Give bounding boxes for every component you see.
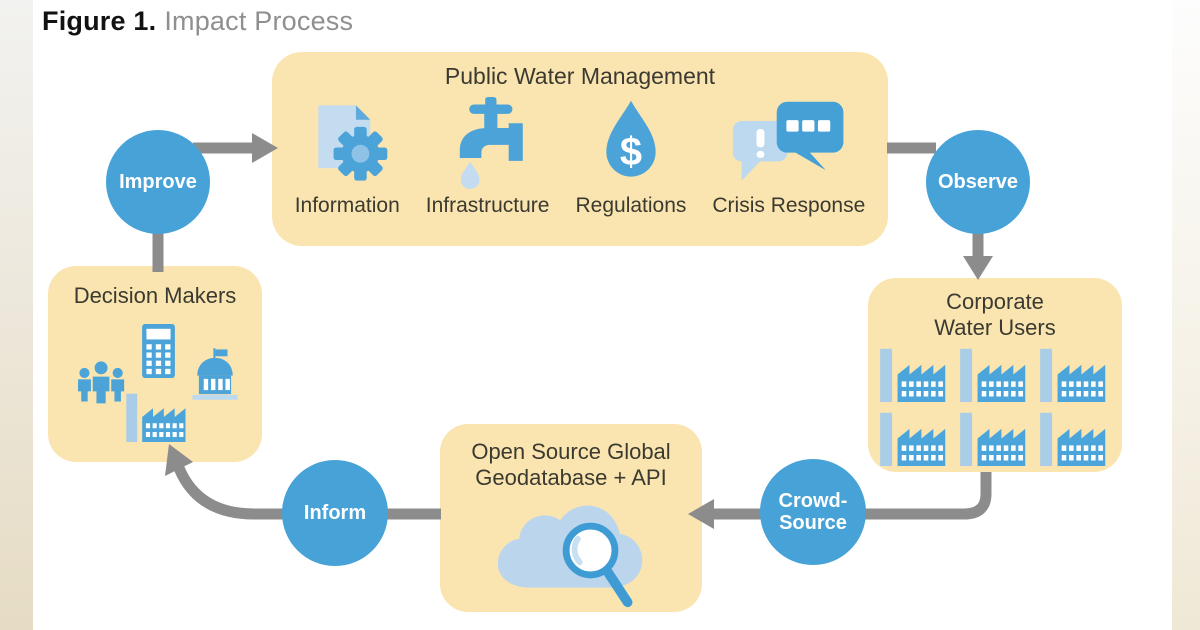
- figure-label: Figure 1.: [42, 6, 157, 36]
- public-water-management-items: Information Infrastructure: [272, 92, 888, 218]
- svg-text:$: $: [620, 130, 642, 174]
- connector-label: Observe: [937, 170, 1019, 193]
- node-decision-makers: Decision Makers: [48, 266, 262, 462]
- chat-bubbles-icon: [731, 92, 847, 194]
- capitol-building-icon: [192, 348, 238, 400]
- connector-label-line1: Crowd-: [778, 489, 848, 512]
- item-label: Regulations: [575, 193, 687, 217]
- connector-inform: Inform: [282, 460, 388, 566]
- cloud-magnifier-icon: [440, 490, 702, 612]
- node-title: Public Water Management: [444, 63, 716, 89]
- connector-improve: Improve: [106, 130, 210, 234]
- node-title-line2: Water Users: [934, 314, 1056, 340]
- factory-icon: [880, 348, 946, 403]
- figure-title: Impact Process: [164, 6, 354, 36]
- factory-grid: [868, 347, 1122, 467]
- factory-icon: [960, 348, 1026, 403]
- factory-icon: [1040, 412, 1106, 467]
- node-open-source-geodatabase: Open Source Global Geodatabase + API: [440, 424, 702, 612]
- item-infrastructure: Infrastructure: [425, 92, 550, 218]
- connector-observe: Observe: [926, 130, 1030, 234]
- node-corporate-water-users: Corporate Water Users: [868, 278, 1122, 472]
- calculator-icon: [142, 324, 175, 378]
- node-title-line1: Corporate: [946, 289, 1044, 314]
- connector-label: Improve: [119, 170, 197, 193]
- item-crisis-response: Crisis Response: [712, 92, 865, 218]
- connector-label: Inform: [303, 501, 367, 524]
- figure-caption: Figure 1.Impact Process: [42, 6, 353, 37]
- faucet-water-drop-icon: [441, 92, 535, 194]
- factory-icon: [960, 412, 1026, 467]
- node-title: Corporate Water Users: [868, 289, 1122, 340]
- people-icon: [78, 361, 125, 404]
- factory-icon: [880, 412, 946, 467]
- connector-label-line2: Source: [779, 512, 847, 534]
- node-title-line1: Open Source Global: [471, 439, 671, 464]
- item-regulations: $ Regulations: [575, 92, 686, 218]
- page-edge-left: [0, 0, 33, 630]
- node-title: Decision Makers: [73, 283, 237, 308]
- factory-icon: [126, 393, 186, 442]
- node-public-water-management: Public Water Management: [272, 52, 888, 246]
- connector-crowd-source: Crowd- Source: [760, 459, 866, 565]
- item-information: Information: [295, 92, 400, 218]
- document-gear-icon: [304, 92, 390, 194]
- item-label: Information: [294, 193, 400, 217]
- item-label: Crisis Response: [712, 193, 866, 217]
- item-label: Infrastructure: [425, 193, 550, 217]
- node-title: Open Source Global Geodatabase + API: [440, 439, 702, 490]
- factory-icon: [1040, 348, 1106, 403]
- water-drop-dollar-icon: $: [593, 92, 669, 194]
- arrowhead-down: [963, 256, 993, 280]
- node-title-line2: Geodatabase + API: [475, 464, 667, 490]
- page-edge-right: [1172, 0, 1200, 630]
